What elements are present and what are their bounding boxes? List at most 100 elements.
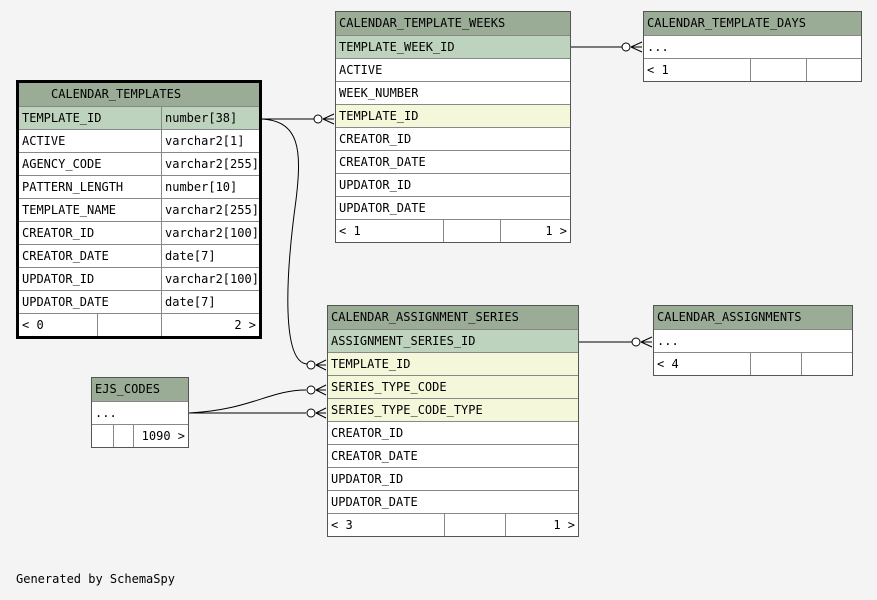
column-row[interactable]: ... xyxy=(644,35,861,58)
column-row[interactable]: CREATOR_ID xyxy=(328,421,578,444)
table-title: CALENDAR_ASSIGNMENT_SERIES xyxy=(331,310,519,324)
column-type: varchar2[255] xyxy=(161,199,259,221)
table-calendar-templates[interactable]: CALENDAR_TEMPLATES TEMPLATE_ID number[38… xyxy=(16,80,262,339)
table-title: EJS_CODES xyxy=(95,382,161,396)
column-type: varchar2[1] xyxy=(161,130,259,152)
parent-count[interactable]: < 3 xyxy=(331,518,353,532)
column-row[interactable]: ... xyxy=(92,401,188,424)
column-row[interactable]: UPDATOR_ID varchar2[100] xyxy=(19,267,259,290)
column-row[interactable]: UPDATOR_DATE xyxy=(328,490,578,513)
column-name: ... xyxy=(657,334,679,348)
column-row[interactable]: SERIES_TYPE_CODE_TYPE xyxy=(328,398,578,421)
column-count xyxy=(750,353,801,375)
child-count[interactable]: 1 > xyxy=(500,220,570,242)
column-row[interactable]: TEMPLATE_ID xyxy=(336,104,570,127)
child-count[interactable]: 1 > xyxy=(505,514,578,536)
column-count xyxy=(444,514,505,536)
column-name: UPDATOR_DATE xyxy=(339,201,426,215)
column-name: UPDATOR_ID xyxy=(331,472,404,486)
column-row[interactable]: TEMPLATE_WEEK_ID xyxy=(336,35,570,58)
column-name: ACTIVE xyxy=(22,134,66,148)
column-row[interactable]: TEMPLATE_NAME varchar2[255] xyxy=(19,198,259,221)
column-name: WEEK_NUMBER xyxy=(339,86,419,100)
column-name: TEMPLATE_ID xyxy=(339,109,419,123)
column-name: CREATOR_ID xyxy=(22,226,95,240)
column-row[interactable]: CREATOR_ID varchar2[100] xyxy=(19,221,259,244)
column-row[interactable]: CREATOR_DATE date[7] xyxy=(19,244,259,267)
child-count[interactable]: 2 > xyxy=(161,314,259,336)
table-header[interactable]: EJS_CODES xyxy=(92,378,188,401)
table-calendar-assignment-series[interactable]: CALENDAR_ASSIGNMENT_SERIES ASSIGNMENT_SE… xyxy=(327,305,579,537)
table-header[interactable]: CALENDAR_ASSIGNMENT_SERIES xyxy=(328,306,578,329)
column-name: UPDATOR_DATE xyxy=(22,295,109,309)
crowfoot-markers xyxy=(306,41,653,419)
column-name: PATTERN_LENGTH xyxy=(22,180,124,194)
column-row[interactable]: UPDATOR_ID xyxy=(336,173,570,196)
column-name: CREATOR_ID xyxy=(331,426,404,440)
table-header[interactable]: CALENDAR_TEMPLATES xyxy=(19,83,259,106)
relation-ejs-to-series-type-code xyxy=(188,389,307,414)
column-name: UPDATOR_ID xyxy=(22,272,95,286)
table-footer: < 1 1 > xyxy=(336,219,570,242)
column-row[interactable]: SERIES_TYPE_CODE xyxy=(328,375,578,398)
column-row[interactable]: WEEK_NUMBER xyxy=(336,81,570,104)
table-title: CALENDAR_TEMPLATE_WEEKS xyxy=(339,16,506,30)
table-calendar-template-days[interactable]: CALENDAR_TEMPLATE_DAYS ... < 1 xyxy=(643,11,862,82)
column-row[interactable]: CREATOR_DATE xyxy=(328,444,578,467)
relation-templates-to-series xyxy=(259,118,308,365)
table-header[interactable]: CALENDAR_ASSIGNMENTS xyxy=(654,306,852,329)
column-row[interactable]: ACTIVE varchar2[1] xyxy=(19,129,259,152)
column-name: CREATOR_DATE xyxy=(22,249,109,263)
parent-count[interactable] xyxy=(92,425,113,447)
column-name: SERIES_TYPE_CODE xyxy=(331,380,447,394)
table-calendar-template-weeks[interactable]: CALENDAR_TEMPLATE_WEEKS TEMPLATE_WEEK_ID… xyxy=(335,11,571,243)
column-name: AGENCY_CODE xyxy=(22,157,102,171)
column-name: ACTIVE xyxy=(339,63,383,77)
column-row[interactable]: TEMPLATE_ID xyxy=(328,352,578,375)
column-name: CREATOR_ID xyxy=(339,132,412,146)
column-row[interactable]: ASSIGNMENT_SERIES_ID xyxy=(328,329,578,352)
column-row[interactable]: TEMPLATE_ID number[38] xyxy=(19,106,259,129)
column-row[interactable]: CREATOR_DATE xyxy=(336,150,570,173)
column-row[interactable]: UPDATOR_DATE xyxy=(336,196,570,219)
child-count[interactable]: 1090 > xyxy=(133,425,188,447)
column-name: ... xyxy=(95,406,117,420)
column-row[interactable]: AGENCY_CODE varchar2[255] xyxy=(19,152,259,175)
table-title: CALENDAR_TEMPLATES xyxy=(51,87,182,101)
column-name: ... xyxy=(647,40,669,54)
column-name: CREATOR_DATE xyxy=(339,155,426,169)
table-header[interactable]: CALENDAR_TEMPLATE_WEEKS xyxy=(336,12,570,35)
column-type: varchar2[100] xyxy=(161,268,259,290)
column-name: TEMPLATE_WEEK_ID xyxy=(339,40,455,54)
parent-count[interactable]: < 4 xyxy=(657,357,679,371)
column-row[interactable]: UPDATOR_ID xyxy=(328,467,578,490)
parent-count[interactable]: < 1 xyxy=(647,63,669,77)
column-name: TEMPLATE_ID xyxy=(331,357,411,371)
column-name: SERIES_TYPE_CODE_TYPE xyxy=(331,403,483,417)
column-row[interactable]: PATTERN_LENGTH number[10] xyxy=(19,175,259,198)
column-row[interactable]: ... xyxy=(654,329,852,352)
column-row[interactable]: ACTIVE xyxy=(336,58,570,81)
table-title: CALENDAR_TEMPLATE_DAYS xyxy=(647,16,806,30)
column-count xyxy=(97,314,161,336)
table-header[interactable]: CALENDAR_TEMPLATE_DAYS xyxy=(644,12,861,35)
column-type: date[7] xyxy=(161,245,259,267)
column-type: date[7] xyxy=(161,291,259,313)
column-type: varchar2[255] xyxy=(161,153,259,175)
child-count[interactable] xyxy=(801,353,852,375)
table-footer: 1090 > xyxy=(92,424,188,447)
column-name: TEMPLATE_NAME xyxy=(22,203,116,217)
column-row[interactable]: UPDATOR_DATE date[7] xyxy=(19,290,259,313)
child-count[interactable] xyxy=(806,59,861,81)
table-calendar-assignments[interactable]: CALENDAR_ASSIGNMENTS ... < 4 xyxy=(653,305,853,376)
column-type: varchar2[100] xyxy=(161,222,259,244)
column-name: ASSIGNMENT_SERIES_ID xyxy=(331,334,476,348)
table-ejs-codes[interactable]: EJS_CODES ... 1090 > xyxy=(91,377,189,448)
column-row[interactable]: CREATOR_ID xyxy=(336,127,570,150)
parent-count[interactable]: < 1 xyxy=(339,224,361,238)
column-name: UPDATOR_DATE xyxy=(331,495,418,509)
parent-count[interactable]: < 0 xyxy=(22,318,44,332)
column-count xyxy=(113,425,133,447)
column-count xyxy=(750,59,806,81)
